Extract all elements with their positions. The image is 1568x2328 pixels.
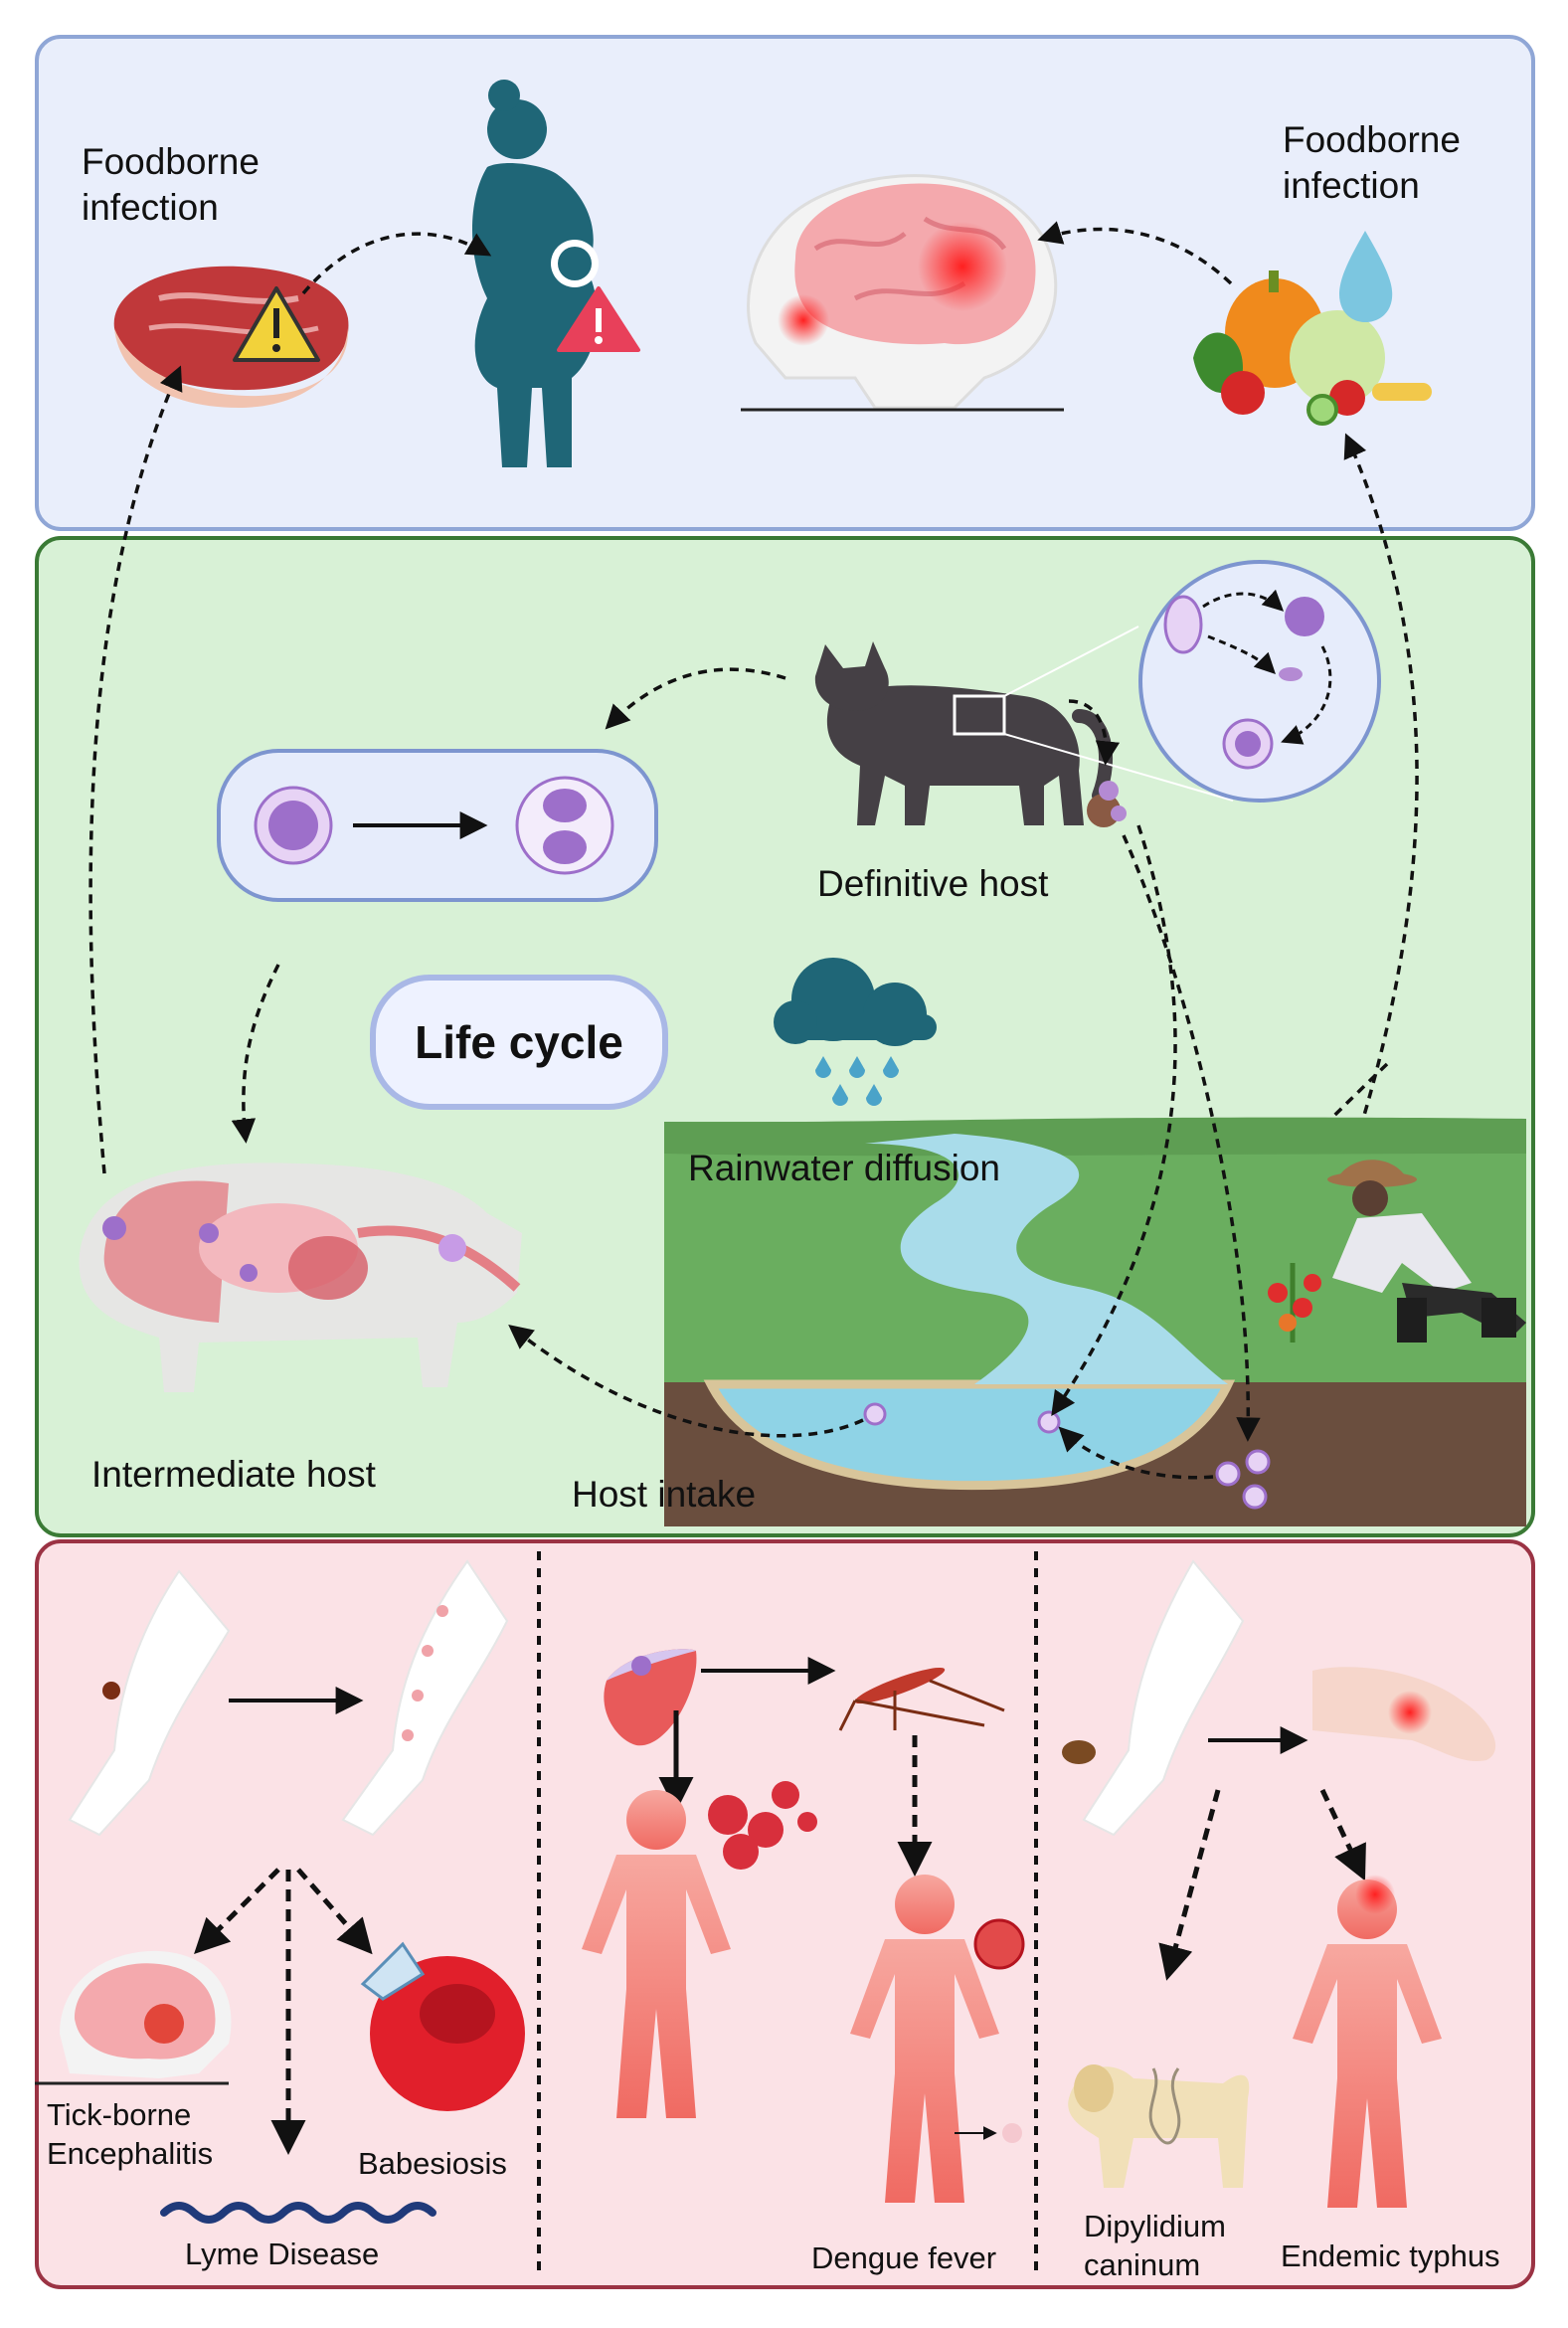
arm-with-tick-icon (68, 1569, 231, 1837)
label-intermediate-host: Intermediate host (91, 1454, 376, 1495)
pig-intermediate-host-icon (79, 1163, 522, 1392)
hand-with-lesion-icon (1312, 1667, 1496, 1761)
pregnant-woman-icon (472, 80, 598, 467)
farmer-icon (1327, 1160, 1526, 1343)
label-host-intake: Host intake (572, 1474, 757, 1515)
human-body-figure-2 (850, 1875, 999, 2203)
label-lyme-disease: Lyme Disease (185, 2237, 380, 2271)
rain-cloud-icon (774, 958, 937, 1046)
brain-head-icon (741, 174, 1064, 412)
bottom-panel (35, 1539, 1535, 2289)
oocysts-in-water (863, 1402, 1271, 1510)
landscape-with-river (664, 1117, 1526, 1526)
label-rainwater-diffusion: Rainwater diffusion (688, 1148, 1000, 1188)
spirochete-icon (160, 2202, 436, 2224)
life-cycle-badge: Life cycle (370, 975, 668, 1110)
label-endemic-typhus: Endemic typhus (1281, 2238, 1500, 2273)
label-tick-borne-encephalitis: Tick-borne Encephalitis (47, 2097, 214, 2171)
label-foodborne-right: Foodborne infection (1283, 119, 1461, 207)
label-foodborne-left: Foodborne infection (82, 141, 260, 229)
label-definitive-host: Definitive host (817, 863, 1049, 904)
tapeworm-icon (1148, 2067, 1181, 2145)
red-blood-cell-babesia-icon (360, 1941, 525, 2111)
rain-drops-icon (815, 1056, 899, 1106)
red-blood-cells-icon (708, 1781, 817, 1870)
water-drop-icon (1338, 231, 1393, 323)
human-body-figure-1 (582, 1790, 731, 2118)
virus-icon (973, 1918, 1025, 1970)
infected-cell-icon (604, 1649, 697, 1746)
feces-oocyst-icon (1087, 794, 1121, 827)
dog-icon (1068, 2064, 1250, 2188)
warning-red-icon (557, 286, 640, 352)
cat-intestine-zoom-box (953, 694, 1006, 736)
tomato-plant-icon (1268, 1263, 1321, 1343)
brain-encephalitis-icon (35, 1950, 232, 2085)
vegetables-icon (1193, 270, 1432, 426)
label-dipylidium-caninum: Dipylidium caninum (1084, 2209, 1226, 2282)
warning-icon (233, 286, 320, 362)
label-dengue-fever: Dengue fever (811, 2240, 997, 2275)
label-babesiosis: Babesiosis (358, 2146, 507, 2181)
arm-with-rash-icon (341, 1559, 509, 1837)
mosquito-icon (838, 1667, 1005, 1731)
arm-with-flea-icon (1062, 1559, 1245, 1837)
